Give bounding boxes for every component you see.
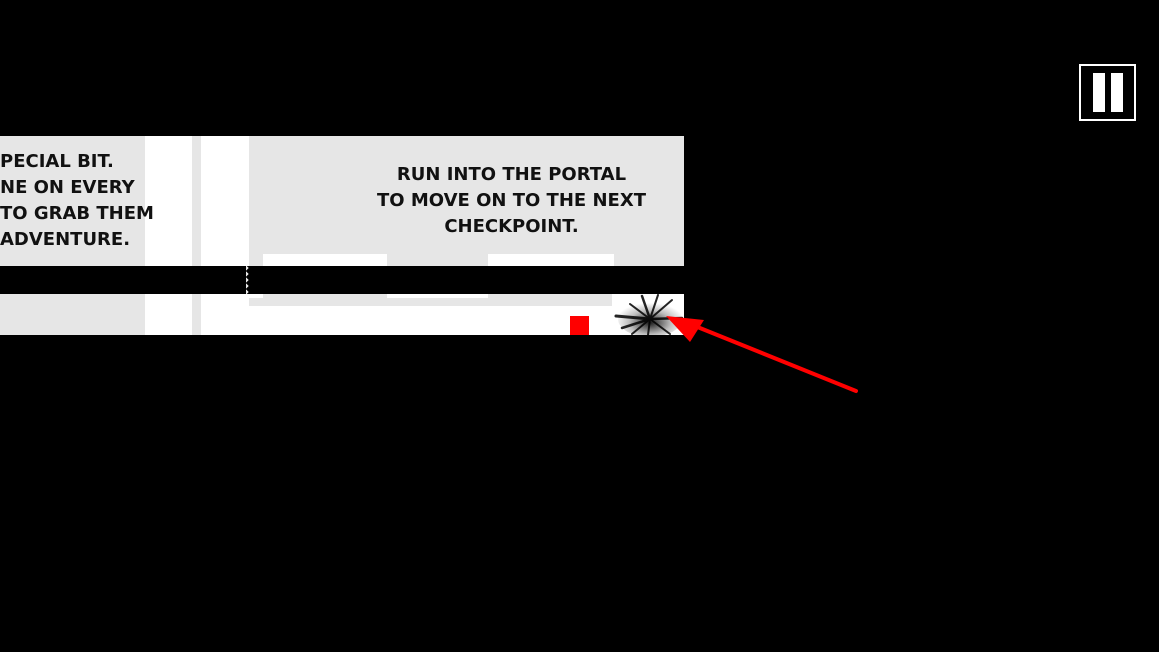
pause-button[interactable] [1079,64,1136,121]
sign-line: ADVENTURE. [0,229,131,250]
pause-icon [1111,73,1123,112]
sign-line: CHECKPOINT. [444,216,579,237]
tutorial-sign-left: PECIAL BIT. NE ON EVERY TO GRAB THEM ADV… [0,149,154,253]
platform [488,294,614,298]
pillar [201,294,249,335]
hint-arrow-icon [666,316,858,393]
sign-line: RUN INTO THE PORTAL [396,164,627,185]
pillar [192,294,201,335]
floor-panel [0,294,145,335]
portal-burst-icon [614,294,684,335]
sign-line: PECIAL BIT. [0,151,114,172]
pillar [192,136,201,266]
pause-icon [1093,73,1105,112]
player-square [570,316,589,335]
sign-line: TO MOVE ON TO THE NEXT [377,190,646,211]
portal [612,294,684,335]
platform [488,254,614,266]
checkpoint-edge [246,136,252,306]
pillar [201,136,249,266]
sign-line: NE ON EVERY [0,177,135,198]
sign-line: TO GRAB THEM [0,203,154,224]
platform [263,254,387,266]
pillar [145,294,192,335]
platform [263,294,387,298]
floor-strip [249,298,614,306]
wall-panel [249,136,684,266]
pillar [145,136,192,266]
tutorial-sign-portal: RUN INTO THE PORTAL TO MOVE ON TO THE NE… [359,162,664,240]
wall-panel [0,136,145,266]
